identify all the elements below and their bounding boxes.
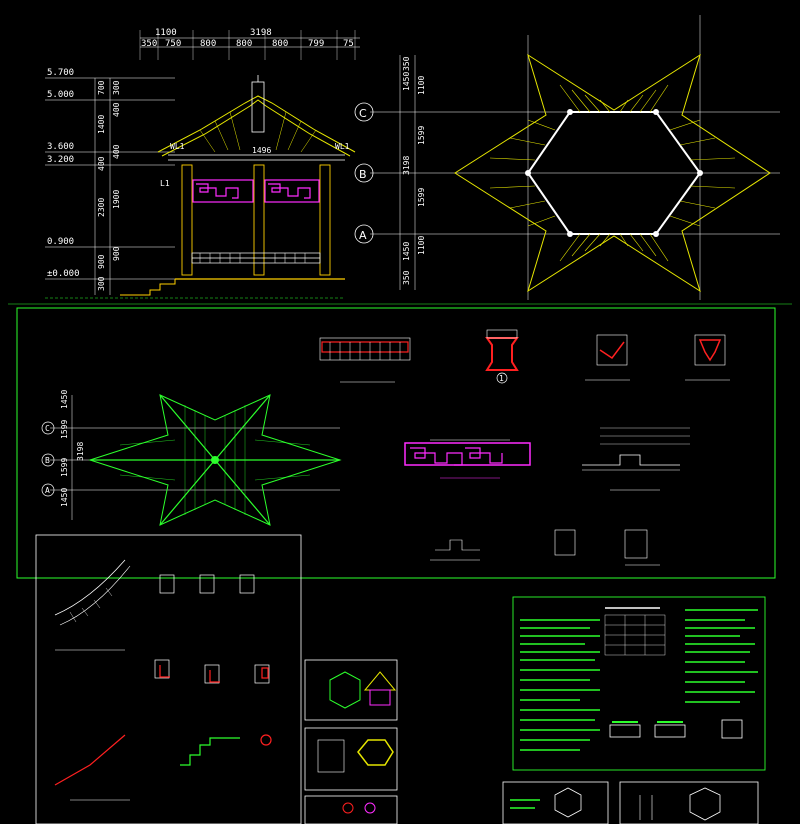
roof-label-wl1-left: WL1	[170, 142, 185, 151]
level-3200: 3.200	[47, 155, 74, 165]
left-dim-11: 300	[97, 276, 106, 291]
roof-dim-6: 1599	[417, 188, 426, 207]
left-dim-6: 400	[97, 156, 106, 171]
notes-details	[609, 719, 743, 739]
roof-label-l1: L1	[160, 179, 170, 188]
frame-axis-b: B	[45, 456, 50, 465]
notes-lines	[520, 607, 758, 751]
sub-dim-1: 350	[141, 39, 157, 49]
roof-dim-3: 1100	[417, 76, 426, 95]
level-0900: 0.900	[47, 237, 74, 247]
frame-dim-4: 1599	[60, 458, 69, 477]
roof-axis-b: B	[359, 168, 367, 181]
left-dim-2: 300	[112, 80, 121, 95]
top-dim-1100: 1100	[155, 28, 177, 38]
left-dim-8: 1900	[112, 190, 121, 209]
frame-dim-5: 1450	[60, 488, 69, 507]
sub-dim-2: 750	[165, 39, 181, 49]
roof-dim-4: 1599	[417, 126, 426, 145]
frame-axis-a: A	[45, 486, 50, 495]
red-elements	[54, 665, 272, 786]
level-0000: ±0.000	[47, 269, 80, 279]
left-dim-7: 2300	[97, 198, 106, 217]
level-5700: 5.700	[47, 68, 74, 78]
sheet-frame	[16, 307, 776, 579]
level-5000: 5.000	[47, 90, 74, 100]
beam-section-detail: 1	[485, 329, 519, 384]
foundation-detail	[582, 427, 690, 491]
mini-panel-3	[304, 795, 398, 824]
bracket-detail-1	[585, 334, 630, 381]
sub-dim-7: 75	[343, 39, 354, 49]
stair-detail	[70, 737, 240, 801]
roof-axis-a: A	[359, 229, 367, 242]
left-dim-9: 900	[97, 254, 106, 269]
level-3600: 3.600	[47, 142, 74, 152]
notes-panel	[512, 596, 766, 771]
top-dim-3198: 3198	[250, 28, 272, 38]
left-dim-5: 400	[112, 144, 121, 159]
roof-plan: C B A 350 1450 1100 1599 3198 1599 1100 …	[354, 15, 780, 300]
mini-panel-1	[304, 659, 398, 721]
roof-dim-2: 1450	[402, 72, 411, 91]
roof-axis-c: C	[359, 107, 367, 120]
roof-label-1496: 1496	[252, 146, 271, 155]
frame-dim-3: 3198	[76, 442, 85, 461]
section-marker: 1	[499, 374, 504, 383]
notes-table	[604, 614, 666, 656]
railing-detail	[319, 337, 411, 383]
roof-dim-7: 1100	[417, 236, 426, 255]
roof-dim-1: 350	[402, 56, 411, 71]
left-dim-1: 700	[97, 80, 106, 95]
frame-axis-c: C	[45, 424, 50, 433]
details-panel-left	[35, 534, 302, 824]
front-elevation: 1100 3198 350 750 800 800 800 799 75 5.7…	[45, 28, 360, 299]
bottom-panel-2	[619, 781, 759, 824]
mini-panel-2	[304, 727, 398, 791]
bracket-detail-2	[685, 334, 730, 381]
small-details-row	[430, 529, 660, 566]
frame-dim-1: 1450	[60, 390, 69, 409]
left-dim-3: 400	[112, 102, 121, 117]
framing-plan: C B A 1450 1599 3198 1599 1450	[41, 390, 342, 526]
frame-dim-2: 1599	[60, 420, 69, 439]
sub-dim-4: 800	[236, 39, 252, 49]
roof-label-wl1-right: WL1	[335, 142, 350, 151]
sub-dim-6: 799	[308, 39, 324, 49]
roof-dim-9: 350	[402, 270, 411, 285]
left-dim-4: 1400	[97, 115, 106, 134]
left-dim-10: 900	[112, 246, 121, 261]
eave-curve-detail	[54, 559, 131, 651]
roof-dim-8: 1450	[402, 242, 411, 261]
bracket-details-small	[154, 574, 270, 684]
sub-dim-3: 800	[200, 39, 216, 49]
bottom-panel-1	[502, 781, 609, 824]
lattice-panel-detail	[404, 439, 531, 479]
sub-dim-5: 800	[272, 39, 288, 49]
roof-dim-5: 3198	[402, 156, 411, 175]
